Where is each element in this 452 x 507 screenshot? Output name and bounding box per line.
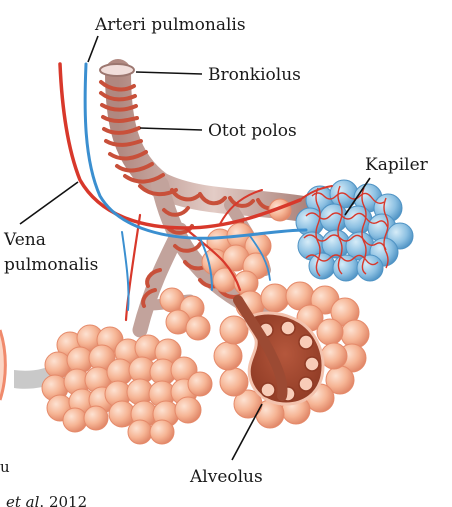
leader-bronkiolus xyxy=(135,71,203,75)
leader-kapiler xyxy=(344,177,371,216)
cropped-left-fragment: u xyxy=(0,458,10,476)
label-vena-line1: Vena xyxy=(3,230,46,250)
citation-rest: . 2012 xyxy=(39,493,87,507)
label-vena-line2: pulmonalis xyxy=(4,255,98,275)
label-bronkiolus: Bronkiolus xyxy=(208,65,301,85)
leader-otot xyxy=(139,127,203,131)
alveolar-sac-middle xyxy=(159,198,292,341)
cropped-circle-edge xyxy=(0,329,7,401)
label-alveolus: Alveolus xyxy=(189,467,263,487)
label-arteri-pulmonalis: Arteri pulmonalis xyxy=(94,15,246,35)
alveolar-sac-left xyxy=(41,324,213,445)
label-kapiler: Kapiler xyxy=(365,155,429,175)
alveolar-duct xyxy=(233,295,288,401)
citation-fragment: et al. 2012 xyxy=(6,493,87,507)
citation-italic: et al xyxy=(6,493,40,507)
capillary-red-network xyxy=(303,185,389,277)
leader-alveolus xyxy=(231,403,263,461)
pulmonary-vein xyxy=(83,62,308,311)
leader-vena xyxy=(19,181,79,225)
label-otot-polos: Otot polos xyxy=(208,121,297,141)
leader-arteri xyxy=(87,35,99,63)
bronchiole-opening xyxy=(99,63,135,77)
